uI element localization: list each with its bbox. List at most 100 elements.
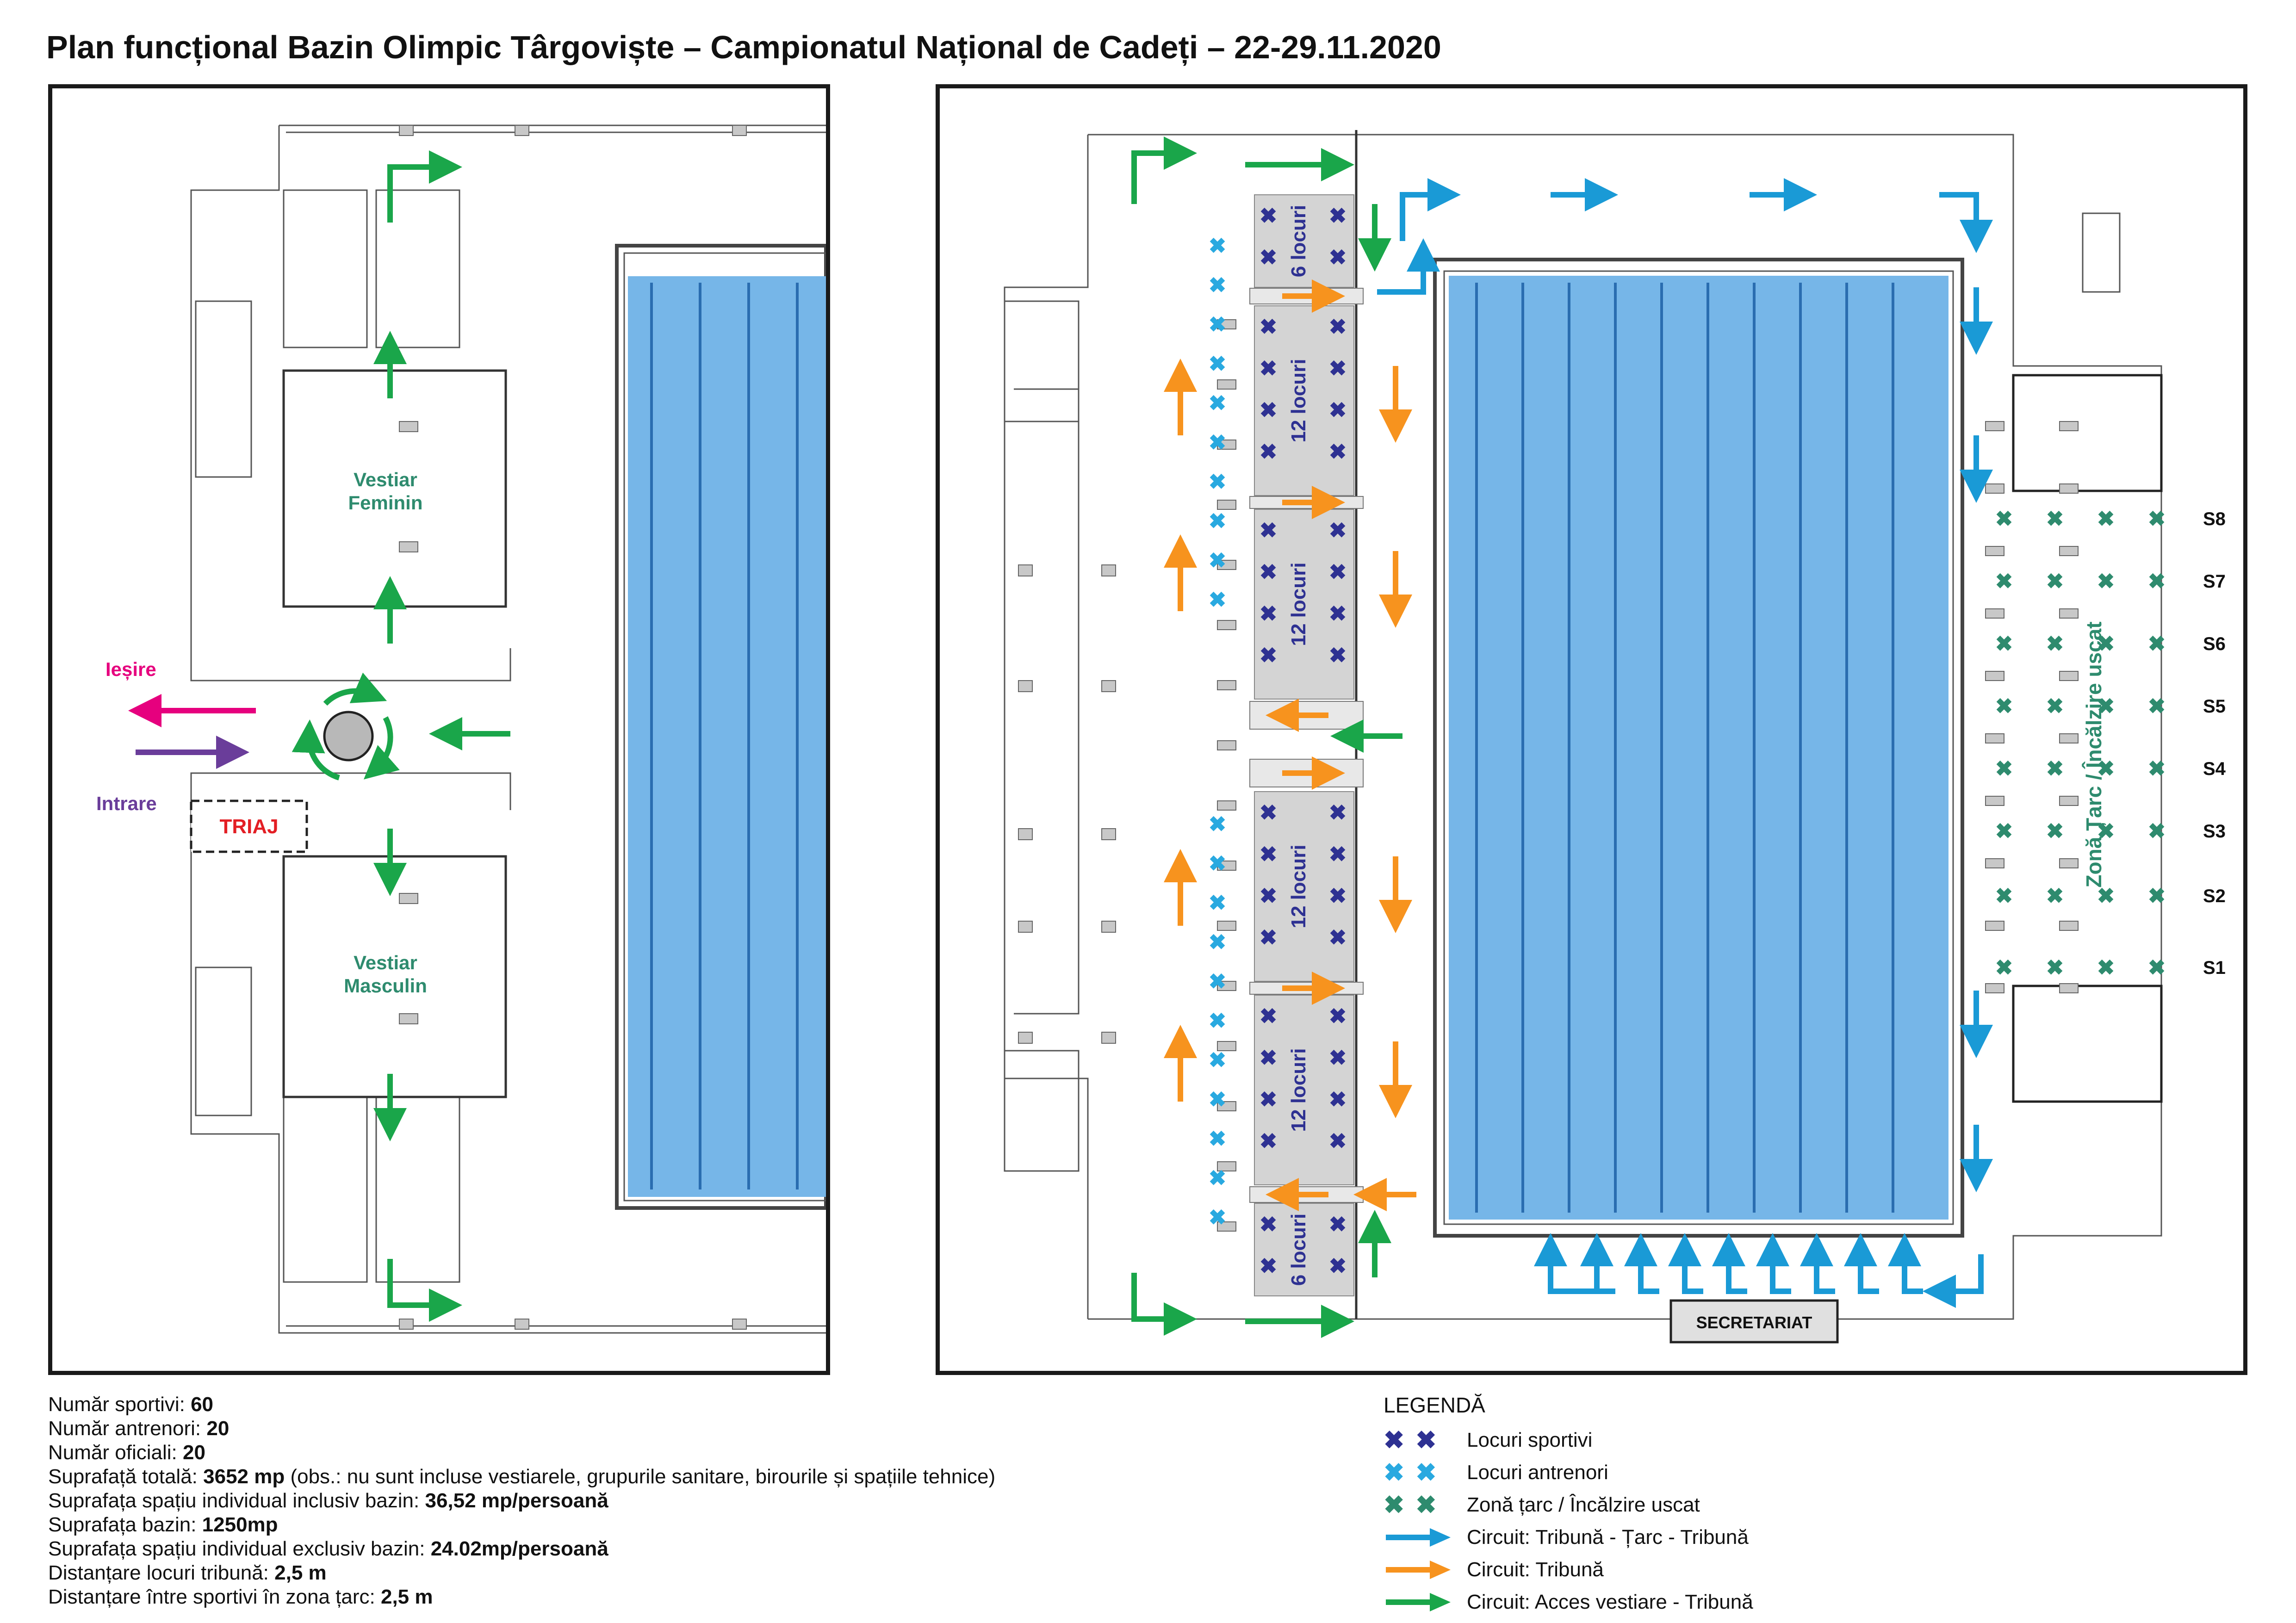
column (1018, 1032, 1033, 1044)
athlete-seat-x: ✖ (1260, 204, 1278, 228)
column (2059, 421, 2079, 431)
blue-arrow (1888, 1233, 1923, 1294)
column (1101, 828, 1116, 840)
locker-room-drawing: TRIAJ Vestiar Feminin Vestiar Masculin I… (96, 124, 826, 1334)
triage-box (190, 799, 308, 853)
blue-arrow (1534, 1233, 1597, 1294)
athlete-seat-x: ✖ (1329, 1129, 1347, 1153)
pool-hall-plan: 6 locuri 12 locuri 12 locuri 12 locuri 1… (936, 84, 2247, 1375)
athlete-seat-x: ✖ (1329, 1046, 1347, 1070)
legend: LEGENDĂ ✖✖Locuri sportivi✖✖Locuri antren… (1384, 1393, 1753, 1618)
stat-row: Distanțare între sportivi în zona țarc: … (48, 1586, 433, 1608)
warmup-zone-label: Zonă Țarc / Încălzire uscat (2082, 621, 2106, 887)
coach-seat-x: ✖ (1209, 1205, 1227, 1229)
seat-block-label: 6 locuri (1287, 1214, 1310, 1286)
warmup-spot-x: ✖ (2097, 884, 2115, 908)
warmup-spot-x: ✖ (2148, 756, 2166, 781)
seat-block-label: 6 locuri (1287, 205, 1310, 278)
athlete-seat-x: ✖ (1329, 1004, 1347, 1028)
warmup-spot-x: ✖ (2046, 955, 2064, 979)
coach-seat-x: ✖ (1209, 234, 1227, 258)
blue-arrow (1800, 1233, 1835, 1294)
column (1101, 921, 1116, 933)
warmup-spot-x: ✖ (2148, 694, 2166, 718)
column (1217, 921, 1236, 931)
blue-arrow (1377, 238, 1440, 295)
pool-hall-drawing: 6 locuri 12 locuri 12 locuri 12 locuri 1… (1004, 130, 2226, 1344)
column (1217, 560, 1236, 570)
column (2059, 921, 2079, 931)
stats-block: Număr sportivi: 60 Număr antrenori: 20 N… (48, 1393, 995, 1609)
coach-seat-x: ✖ (1209, 548, 1227, 572)
column (1985, 796, 2004, 806)
stat-row: Suprafața spațiu individual exclusiv baz… (48, 1537, 608, 1560)
legend-arrow-icon (1384, 1558, 1467, 1581)
column (2059, 796, 2079, 806)
legend-label: Circuit: Tribună (1467, 1558, 1604, 1581)
column (1217, 1041, 1236, 1051)
column (1217, 319, 1236, 329)
warmup-spot-x: ✖ (1995, 955, 2013, 979)
warmup-spot-x: ✖ (2097, 694, 2115, 718)
warmup-spot-x: ✖ (2097, 955, 2115, 979)
column (2059, 983, 2079, 993)
legend-item: ✖✖Zonă țarc / Încălzire uscat (1384, 1489, 1753, 1521)
exit-label: Ieșire (105, 658, 156, 681)
legend-item: ✖✖Locuri sportivi (1384, 1424, 1753, 1456)
athlete-seat-x: ✖ (1260, 560, 1278, 584)
warmup-spot-x: ✖ (1995, 756, 2013, 781)
masculin-room-line1: Vestiar (354, 952, 417, 973)
coach-seat-x: ✖ (1209, 1009, 1227, 1033)
athlete-seat-x: ✖ (1329, 518, 1347, 542)
warmup-spot-x: ✖ (2046, 507, 2064, 531)
column (2059, 733, 2079, 743)
column (1985, 608, 2004, 619)
secretariat-box (1669, 1299, 1839, 1344)
seat-block-label: 12 locuri (1287, 1048, 1310, 1132)
athlete-seat-x: ✖ (1260, 925, 1278, 949)
secretariat-label: SECRETARIAT (1696, 1313, 1812, 1332)
stat-row: Număr antrenori: 20 (48, 1417, 230, 1440)
column (2059, 483, 2079, 494)
legend-x-icon: ✖✖ (1384, 1491, 1437, 1519)
athlete-seat-x: ✖ (1329, 204, 1347, 228)
coach-seat-x: ✖ (1209, 930, 1227, 954)
athlete-seat-x: ✖ (1260, 398, 1278, 422)
station-label: S8 (2203, 509, 2226, 529)
blue-arrow (1844, 1233, 1879, 1294)
coach-seat-x: ✖ (1209, 1127, 1227, 1151)
column (1101, 564, 1116, 576)
column (1985, 921, 2004, 931)
column (1217, 1161, 1236, 1171)
athlete-seat-x: ✖ (1329, 1254, 1347, 1278)
athlete-seat-x: ✖ (1260, 1254, 1278, 1278)
triage-label: TRIAJ (219, 815, 278, 838)
column (1101, 680, 1116, 692)
legend-x-icon: ✖✖ (1384, 1426, 1437, 1454)
warmup-spot-x: ✖ (2148, 507, 2166, 531)
athlete-seat-x: ✖ (1260, 518, 1278, 542)
column (1985, 671, 2004, 681)
athlete-seat-x: ✖ (1329, 1212, 1347, 1236)
warmup-spot-x: ✖ (1995, 819, 2013, 843)
stat-row: Suprafață totală: 3652 mp (obs.: nu sunt… (48, 1465, 996, 1488)
coach-seat-x: ✖ (1209, 812, 1227, 836)
coach-seat-x: ✖ (1209, 969, 1227, 993)
column (1217, 680, 1236, 690)
feminin-room-line2: Feminin (348, 492, 422, 514)
column (1985, 546, 2004, 556)
legend-arrow-icon (1384, 1526, 1467, 1549)
blue-arrow (1668, 1233, 1703, 1294)
page-title: Plan funcțional Bazin Olimpic Târgoviște… (46, 29, 1441, 65)
column (1018, 680, 1033, 692)
athlete-seat-x: ✖ (1260, 842, 1278, 866)
legend-label: Circuit: Acces vestiare - Tribună (1467, 1591, 1753, 1613)
coach-seat-x: ✖ (1209, 352, 1227, 376)
station-label: S4 (2203, 759, 2226, 779)
athlete-seat-x: ✖ (1329, 643, 1347, 667)
blue-arrow (1923, 1254, 1984, 1308)
warmup-spot-x: ✖ (1995, 507, 2013, 531)
column (1985, 421, 2004, 431)
coach-seat-x: ✖ (1209, 430, 1227, 454)
column (1217, 620, 1236, 630)
